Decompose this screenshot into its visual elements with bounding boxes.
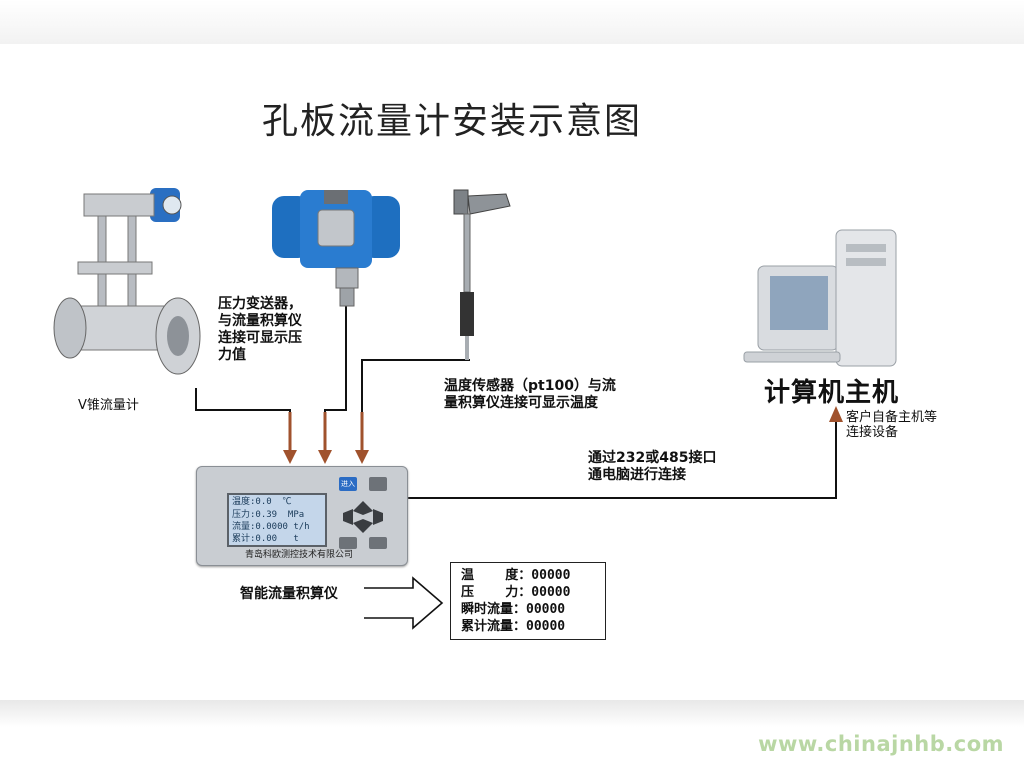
connection-note: 通过232或485接口 通电脑进行连接 (588, 450, 717, 483)
readout-instant-flow: 瞬时流量：00000 (461, 602, 566, 617)
lower-key-left[interactable] (339, 537, 357, 549)
watermark: www.chinajnhb.com (758, 732, 1004, 756)
diagram-title: 孔板流量计安装示意图 (262, 101, 643, 142)
arrow-into-integrator-3 (355, 412, 369, 464)
function-key[interactable] (369, 477, 387, 491)
flow-integrator-device: 温度:0.0 ℃ 压力:0.39 MPa 流量:0.0000 t/h 累计:0.… (196, 466, 408, 566)
screen-line-3: 流量:0.0000 t/h (232, 522, 310, 532)
up-key (353, 501, 373, 515)
arrow-keypad (343, 501, 383, 533)
screen-line-4: 累计:0.00 t (232, 534, 299, 544)
screen-line-2: 压力:0.39 MPa (232, 510, 305, 520)
left-key (343, 509, 353, 525)
arrow-into-integrator-1 (283, 412, 297, 464)
lower-key-right[interactable] (369, 537, 387, 549)
right-key (373, 509, 383, 525)
down-key (353, 519, 373, 533)
computer-label: 计算机主机 (764, 378, 900, 408)
arrow-into-integrator-2 (318, 412, 332, 464)
readout-box: 温 度：00000 压 力：00000 瞬时流量：00000 累计流量：0000… (450, 562, 606, 640)
computer-note: 客户自备主机等 连接设备 (846, 410, 938, 440)
v-cone-label: V锥流量计 (78, 398, 139, 413)
readout-pressure: 压 力：00000 (461, 585, 571, 600)
temperature-sensor-label: 温度传感器（pt100）与流 量积算仪连接可显示温度 (444, 378, 616, 411)
enter-key[interactable]: 进入 (339, 477, 357, 491)
integrator-label: 智能流量积算仪 (240, 586, 338, 602)
screen-line-1: 温度:0.0 ℃ (232, 497, 292, 507)
brand-name: 青岛科欧测控技术有限公司 (245, 550, 354, 560)
bottom-band (0, 700, 1024, 768)
hollow-arrow (364, 576, 444, 630)
arrow-to-computer (829, 406, 843, 422)
readout-temperature: 温 度：00000 (461, 568, 571, 583)
integrator-screen: 温度:0.0 ℃ 压力:0.39 MPa 流量:0.0000 t/h 累计:0.… (227, 493, 327, 547)
readout-total-flow: 累计流量：00000 (461, 619, 566, 634)
top-band (0, 0, 1024, 44)
pressure-transmitter-label: 压力变送器， 与流量积算仪 连接可显示压 力值 (218, 296, 302, 363)
